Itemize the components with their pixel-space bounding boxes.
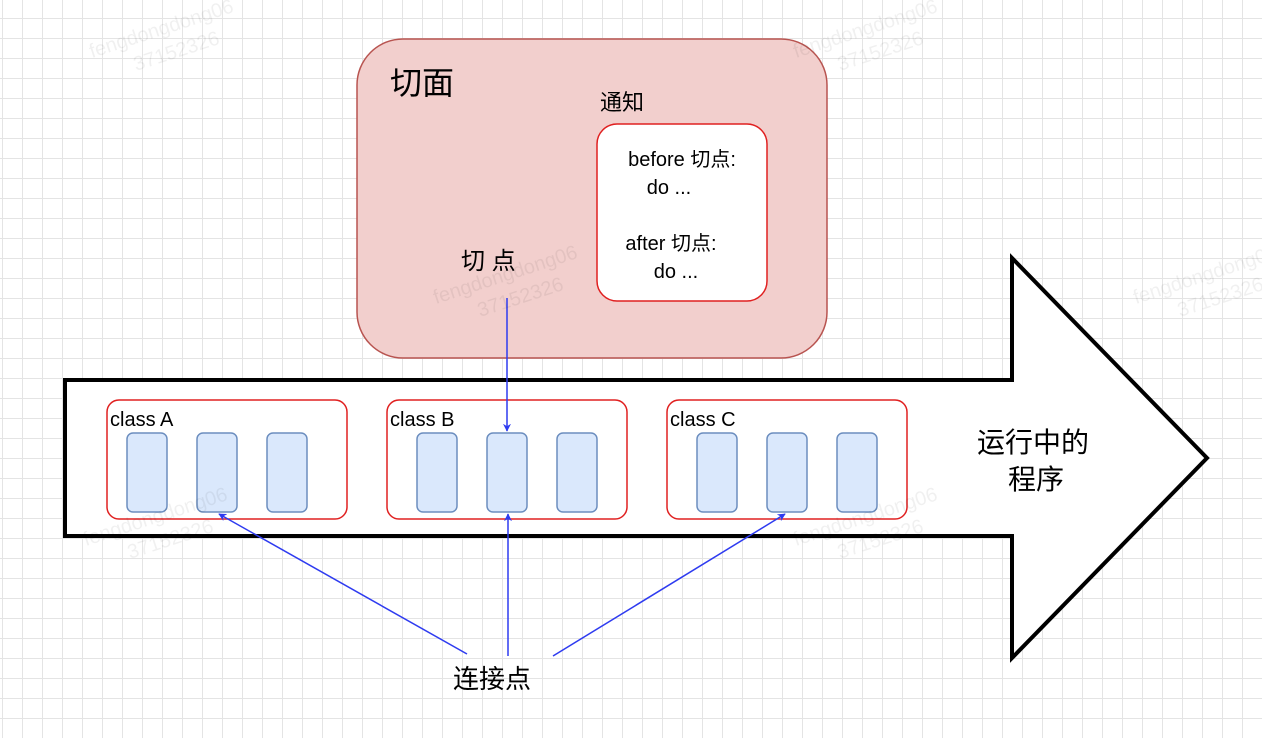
advice-after-line1: after 切点: [625,232,716,255]
advice-before-line1: before 切点: [628,148,736,171]
method-box [416,432,458,513]
method-box [556,432,598,513]
aspect-label: 切面 [390,65,454,101]
class-b: class B [386,399,628,520]
joinpoint-arrow-c [552,513,786,657]
joinpoint-label: 连接点 [453,664,531,694]
advice-label: 通知 [600,90,644,115]
advice-before-line2: do ... [647,177,691,199]
pointcut-label: 切 点 [461,248,516,275]
program-arrow [63,253,1210,663]
class-c: class C [666,399,908,520]
program-label-line2: 程序 [1008,464,1064,495]
advice-after-line2: do ... [654,261,698,283]
method-box [696,432,738,513]
method-box [486,432,528,513]
method-box [836,432,878,513]
advice-box [596,123,768,302]
class-label: class B [390,409,454,431]
class-a: class A [106,399,348,520]
method-box [766,432,808,513]
program-label-line1: 运行中的 [977,427,1089,458]
joinpoint-arrow-a [218,513,468,655]
method-box [126,432,168,513]
method-box [266,432,308,513]
class-label: class A [110,409,174,431]
method-box [196,432,238,513]
class-label: class C [670,409,736,431]
